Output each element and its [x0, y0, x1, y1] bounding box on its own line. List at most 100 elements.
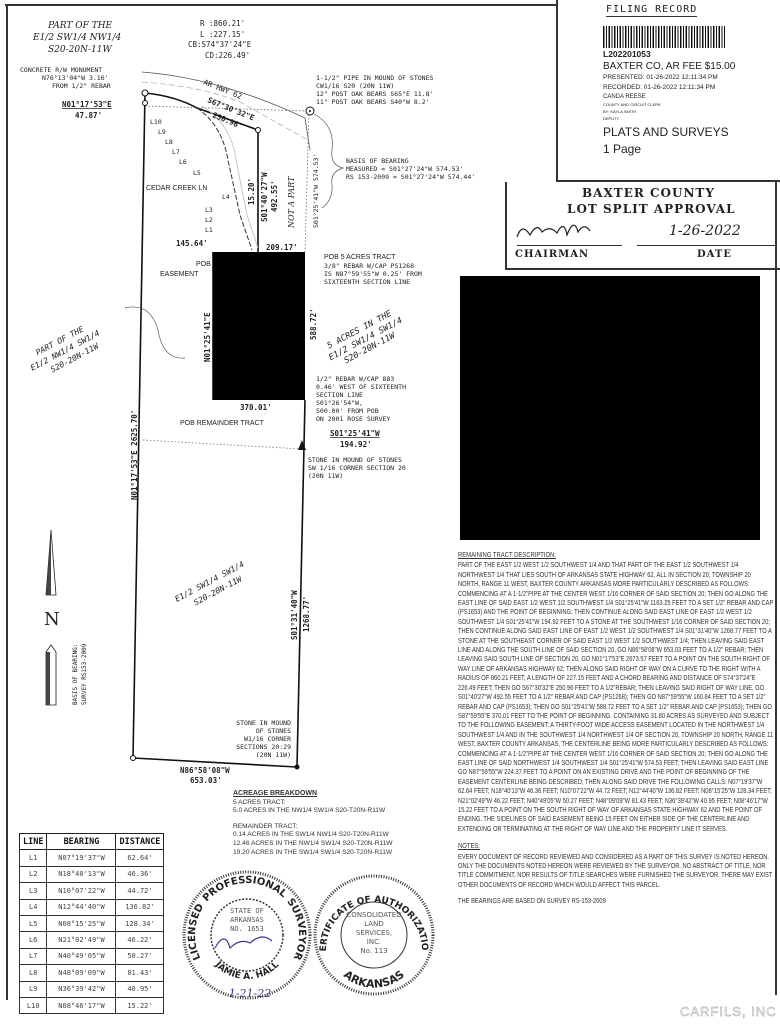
- seal-inner: No. 113: [360, 947, 387, 955]
- header-distance: DISTANCE: [115, 832, 165, 851]
- cell-distance: 62.64': [115, 849, 165, 867]
- deputy-label: DEPUTY: [603, 116, 620, 121]
- five-acres-line: 5.0 ACRES IN THE NW1/4 SW1/4 S20-T20N-R1…: [233, 807, 386, 815]
- south-boundary: [132, 757, 298, 768]
- cedar-creek-label: CEDAR CREEK LN: [146, 185, 207, 192]
- remaining-tract-description: REMAINING TRACT DESCRIPTION: PART OF THE…: [458, 550, 774, 914]
- line-label: L1: [205, 226, 213, 234]
- watermark: CARFILS, INC: [680, 1004, 777, 1019]
- curve-chord-bearing: CB:S74°37'24"E: [188, 40, 252, 49]
- stone-line: OF STONES: [256, 727, 291, 735]
- curve-radius: R :860.21': [200, 19, 245, 28]
- east-line-distance: 492.55': [270, 180, 279, 212]
- monument-label: CONCRETE R/W MONUMENT: [20, 66, 102, 74]
- seal-inner: SERVICES,: [356, 929, 392, 937]
- part-of-label: S20-20N-11W: [48, 45, 112, 55]
- seal-ring-text: ARKANSAS: [341, 968, 407, 991]
- stone-line: STONE IN MOUND OF STONES: [308, 456, 402, 464]
- filing-record-box: FILING RECORD L202201053 BAXTER CO, AR F…: [556, 0, 780, 182]
- five-acres-tract-label: 5 ACRES TRACT:: [233, 798, 286, 806]
- stone-line: (20N 11W): [256, 751, 291, 759]
- pob-5-acres-note: POB 5 ACRES TRACT 3/8" REBAR W/CAP PS126…: [324, 254, 422, 286]
- rebar-line: 0.46' WEST OF SIXTEENTH: [316, 383, 406, 391]
- line-label: L4: [222, 193, 230, 201]
- notes-text: EVERY DOCUMENT OF RECORD REVIEWED AND CO…: [458, 853, 773, 889]
- easement-centerline: [196, 107, 253, 251]
- line-label: L7: [172, 148, 180, 156]
- east-boundary: [296, 399, 306, 768]
- east-line-bearing: S01°40'27"W: [260, 172, 269, 222]
- remainder-line: 19.20 ACRES IN THE SW1/4 SW1/4 S20-T20N-…: [233, 848, 393, 856]
- basis-line: MEASURED = S01°27'24"W 574.53': [346, 165, 463, 173]
- basis-arrow-note: BASIS OF BEARING:: [72, 644, 79, 705]
- cell-bearing: N12°44'40"W: [46, 898, 117, 916]
- approval-date: 1-26-2022: [669, 223, 741, 239]
- remainder-tract-label: REMAINDER TRACT:: [233, 822, 298, 830]
- cell-bearing: N08°46'17"W: [46, 996, 117, 1015]
- cell-line: L4: [18, 898, 48, 916]
- curve-chord-distance: CD:226.49': [205, 51, 250, 60]
- cell-bearing: N36°39'42"W: [46, 980, 117, 998]
- svg-text:ARKANSAS: ARKANSAS: [341, 968, 407, 991]
- line-label: L2: [205, 216, 213, 224]
- line-label: L8: [165, 138, 173, 146]
- record-type: PLATS AND SURVEYS: [603, 125, 729, 139]
- notes-title: NOTES:: [458, 841, 480, 851]
- north-distance: 47.87': [75, 111, 102, 120]
- seal-inner: LAND: [364, 920, 383, 928]
- description-title: REMAINING TRACT DESCRIPTION:: [458, 550, 557, 559]
- west-line-dimension: N01°17'53"E 2625.70': [130, 410, 139, 500]
- seal-inner: ARKANSAS: [230, 916, 264, 924]
- cell-distance: 44.72': [115, 882, 165, 900]
- line-label: L5: [193, 169, 201, 177]
- seal-ring-text: PROFESSIONAL: [201, 875, 289, 904]
- part-of-label: PART OF THE: [47, 21, 113, 31]
- cell-distance: 50.27': [115, 947, 165, 966]
- tract-east-distance: 588.72': [309, 308, 318, 340]
- e12-sw-label: E1/2 SW1/4 SW1/4 S20-20N-11W: [173, 560, 245, 608]
- chairman-label: CHAIRMAN: [515, 249, 590, 260]
- distance-145: 145.64': [176, 239, 208, 248]
- approval-county: BAXTER COUNTY: [582, 186, 715, 200]
- rebar-line: 500.00' FROM POB: [316, 407, 379, 415]
- presented-date: PRESENTED: 01-26-2022 12:11:34 PM: [603, 74, 718, 81]
- basis-line: RS 153-2009 = S01°27'24"W 574.44': [346, 173, 475, 181]
- barcode: [603, 26, 725, 48]
- line-label: L6: [179, 158, 187, 166]
- chairman-signature: [516, 224, 591, 238]
- cell-bearing: N10°07'22"W: [46, 882, 117, 900]
- south-east-distance: 1268.77': [302, 596, 311, 632]
- cell-bearing: N48°09'09"W: [46, 964, 117, 982]
- basis-line: BASIS OF BEARING: [346, 157, 409, 165]
- north-letter: N: [44, 609, 60, 630]
- cell-line: L7: [18, 947, 48, 966]
- pipe-note-line: 11" POST OAK BEARS S40°W 8.2': [316, 98, 430, 106]
- pob-line: 3/8" REBAR W/CAP PS1268: [324, 262, 414, 270]
- bearings-note: THE BEARINGS ARE BASED ON SURVEY RS-153-…: [458, 898, 606, 906]
- stone-line: SECTIONS 20:29: [236, 743, 291, 751]
- sixteenth-line: [304, 110, 310, 253]
- rebar-line: S01°26'54"W,: [316, 399, 363, 407]
- pipe-note-line: 12" POST OAK BEARS S65°E 11.8': [316, 90, 433, 98]
- tract-west-bearing: N01°25'41"E: [203, 312, 212, 362]
- fee: BAXTER CO, AR FEE $15.00: [603, 61, 736, 72]
- cell-distance: 15.22': [115, 996, 165, 1015]
- part-of-label: E1/2 SW1/4 NW1/4: [32, 33, 122, 43]
- header-bearing: BEARING: [46, 832, 117, 851]
- remainder-line: 0.14 ACRES IN THE SW1/4 NW1/4 S20-T20N-R…: [233, 831, 389, 839]
- pipe-note-line: 1-1/2" PIPE IN MOUND OF STONES: [316, 74, 433, 82]
- rebar-883-note: 1/2" REBAR W/CAP 883 0.46' WEST OF SIXTE…: [316, 375, 406, 423]
- remainder-bearing: S01°25'41"W: [330, 429, 380, 438]
- line-label: L3: [205, 206, 213, 214]
- distance-209: 209.17': [266, 243, 298, 252]
- stone-line: (20N 11W): [308, 472, 343, 480]
- stone-marker: [298, 440, 306, 450]
- seal-date: 1-21-22: [229, 987, 271, 1000]
